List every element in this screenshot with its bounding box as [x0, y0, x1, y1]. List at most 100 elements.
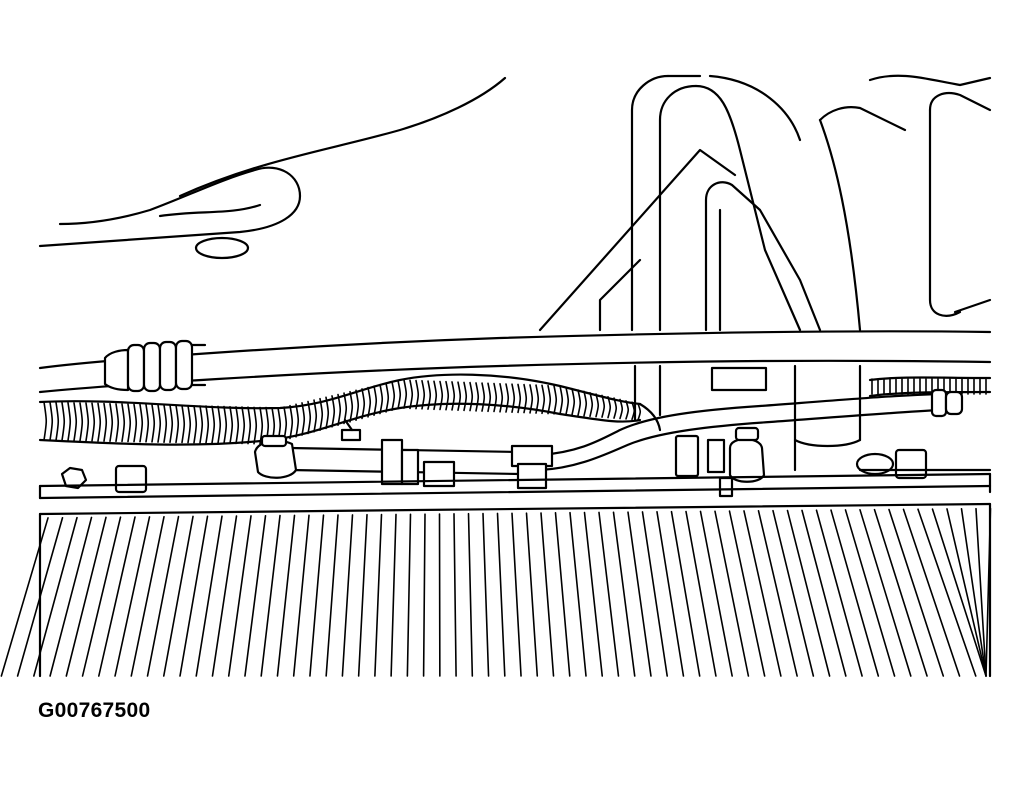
- harness-rib: [601, 394, 606, 418]
- harness-rib: [403, 379, 408, 409]
- harness-rib: [67, 401, 72, 442]
- radiator-fin: [406, 513, 412, 677]
- harness-rib: [613, 397, 618, 419]
- harness-rib: [325, 396, 330, 430]
- harness-rib: [307, 400, 312, 435]
- harness-rib: [313, 399, 318, 433]
- radiator-fin: [227, 515, 252, 677]
- harness-rib: [169, 404, 174, 444]
- radiator-fin: [467, 512, 474, 677]
- radiator-fin: [114, 516, 151, 677]
- radiator-fin: [33, 516, 78, 677]
- harness-rib: [589, 392, 594, 418]
- harness-rib: [517, 383, 522, 414]
- harness-rib: [61, 401, 66, 442]
- radiator-core: [0, 502, 992, 678]
- harness-rib: [637, 402, 642, 421]
- harness-rib: [463, 381, 468, 412]
- radiator-fin: [641, 511, 668, 677]
- radiator-fin: [815, 509, 863, 677]
- harness-rib: [373, 385, 378, 416]
- harness-rib: [163, 404, 168, 443]
- harness-rib: [199, 405, 204, 444]
- harness-rib: [469, 381, 474, 412]
- harness-rib: [331, 395, 336, 428]
- radiator-fin: [830, 509, 880, 677]
- radiator-fin: [16, 516, 64, 677]
- radiator-fin: [786, 509, 831, 677]
- body-panel: [38, 76, 507, 260]
- harness-rib: [241, 406, 246, 445]
- harness-rib: [559, 385, 564, 415]
- radiator-fin: [699, 510, 733, 677]
- radiator-fin: [757, 510, 798, 677]
- radiator-fin: [685, 510, 717, 677]
- harness-rib: [43, 401, 48, 441]
- harness-rib: [475, 382, 480, 412]
- radiator-fin: [627, 511, 652, 677]
- harness-rib: [481, 382, 486, 412]
- hose-coupler: [103, 339, 207, 393]
- harness-rib: [319, 397, 324, 431]
- upper-hose: [38, 330, 992, 394]
- harness-rib: [595, 393, 600, 418]
- harness-rib: [103, 402, 108, 442]
- upper-ducts: [538, 74, 992, 332]
- radiator-fin: [179, 515, 209, 677]
- radiator-fin: [728, 510, 766, 677]
- harness-rib: [409, 379, 414, 410]
- harness-rib: [445, 380, 450, 411]
- radiator-fin: [81, 516, 122, 677]
- harness-rib: [295, 403, 300, 438]
- harness-rib: [421, 380, 426, 410]
- harness-rib: [457, 381, 462, 411]
- harness-rib: [133, 403, 138, 443]
- harness-rib: [433, 380, 438, 411]
- radiator-fin: [146, 515, 180, 677]
- radiator-fin: [612, 511, 636, 677]
- harness-rib: [109, 403, 114, 442]
- harness-rib: [379, 383, 384, 415]
- harness-rib: [451, 381, 456, 411]
- harness-rib: [217, 405, 222, 444]
- harness-rib: [253, 406, 258, 445]
- harness-rib: [49, 401, 54, 441]
- harness-rib: [79, 402, 84, 442]
- harness-rib: [391, 381, 396, 411]
- figure-code: G00767500: [38, 699, 151, 722]
- harness-rib: [97, 402, 102, 442]
- harness-rib: [151, 404, 156, 443]
- harness-rib: [337, 393, 342, 426]
- radiator-fin: [309, 514, 325, 677]
- harness-rib: [541, 384, 546, 415]
- thin-pipe: [538, 388, 964, 472]
- radiator-fin: [656, 511, 685, 677]
- harness-rib: [493, 382, 498, 413]
- harness-rib: [73, 402, 78, 442]
- harness-rib: [175, 404, 180, 444]
- harness-rib: [91, 402, 96, 442]
- harness-rib: [631, 401, 636, 421]
- radiator-fin: [525, 512, 539, 677]
- radiator-fin: [130, 515, 165, 677]
- harness-rib: [205, 405, 210, 444]
- harness-rib: [439, 380, 444, 411]
- radiator-fin: [482, 512, 490, 677]
- radiator-fin: [598, 511, 620, 677]
- radiator-fin: [162, 515, 194, 677]
- harness-rib: [145, 403, 150, 443]
- harness-rib: [259, 406, 264, 445]
- harness-rib: [397, 379, 402, 410]
- radiator-fin: [211, 515, 238, 677]
- harness-rib: [187, 404, 192, 444]
- radiator-fin: [341, 514, 354, 677]
- harness-rib: [499, 383, 504, 413]
- harness-rib: [355, 389, 360, 421]
- radiator-fin: [244, 514, 267, 677]
- harness-rib: [415, 379, 420, 410]
- radiator-fin: [453, 513, 457, 677]
- radiator-fin: [873, 508, 928, 677]
- harness-rib: [211, 405, 216, 444]
- harness-rib: [121, 403, 126, 443]
- radiator-top-rail: [38, 472, 992, 500]
